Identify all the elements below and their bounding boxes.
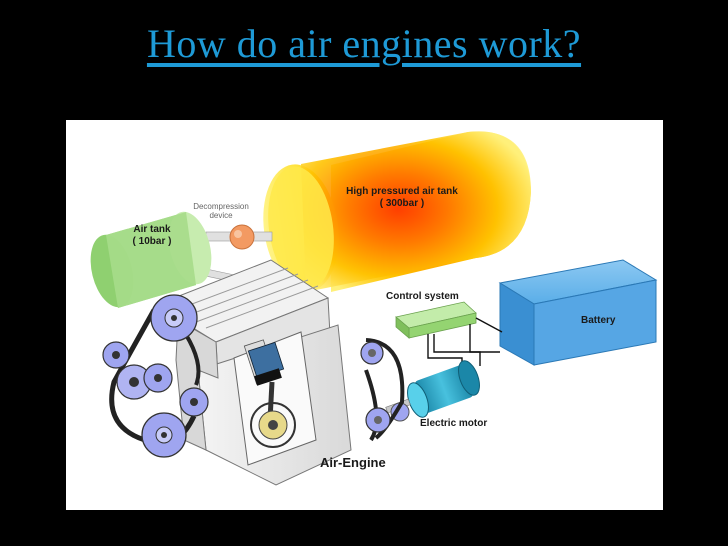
air-engine-block: [154, 259, 352, 486]
decompression-label-line2: device: [209, 211, 233, 221]
high-pressure-tank-label-line1: High pressured air tank: [346, 186, 458, 197]
electric-motor: [385, 360, 480, 422]
high-pressure-tank-label-line2: ( 300bar ): [379, 197, 425, 209]
battery-box: [498, 259, 658, 366]
air-tank-label-line2: ( 10bar ): [132, 235, 172, 247]
air-tank-label-line1: Air tank: [133, 224, 171, 235]
electric-motor-label: Electric motor: [420, 418, 488, 429]
battery-label: Battery: [581, 315, 616, 326]
low-pressure-air-tank: [90, 211, 212, 308]
air-engine-diagram: High pressured air tank ( 300bar ) Air t…: [66, 120, 663, 510]
air-engine-label: Air-Engine: [320, 455, 386, 470]
front-pulleys: [102, 294, 209, 458]
decompression-device: [229, 224, 255, 250]
high-pressure-tank-label: High pressured air tank ( 300bar ): [332, 186, 472, 209]
air-tank-label: Air tank ( 10bar ): [124, 224, 180, 247]
slide-title: How do air engines work?: [146, 21, 582, 66]
drive-belt: [360, 338, 405, 442]
decompression-label: Decompression device: [182, 202, 260, 220]
high-pressure-air-tank: [263, 131, 531, 292]
decompression-label-line1: Decompression: [193, 202, 249, 211]
diagram-drawing: [90, 131, 658, 486]
control-system-label: Control system: [386, 291, 459, 302]
control-system-box: [395, 301, 477, 339]
